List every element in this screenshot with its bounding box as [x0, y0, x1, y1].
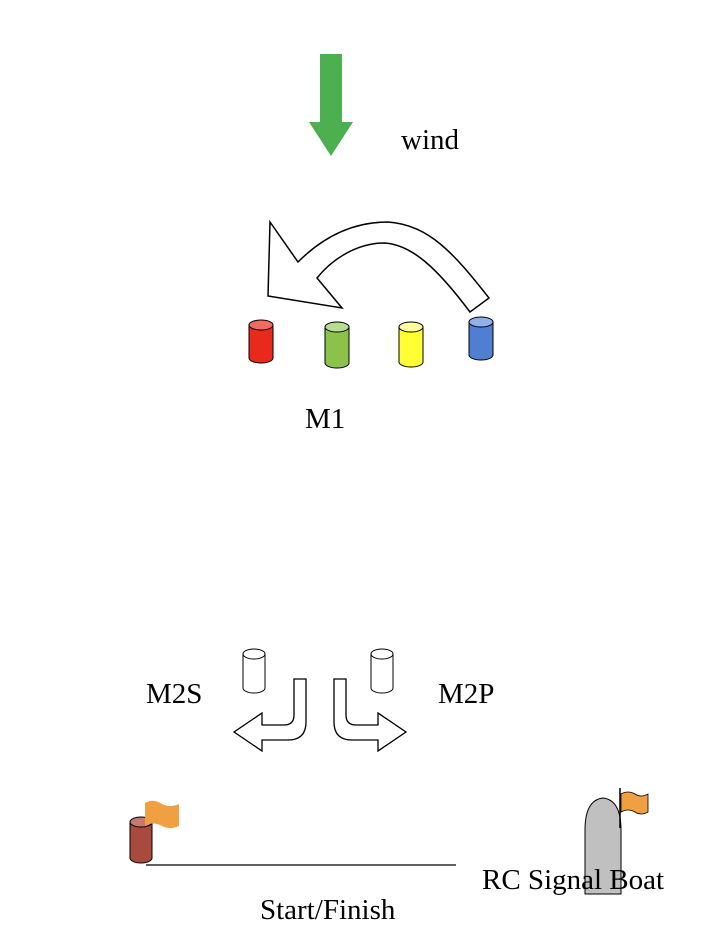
m2p-label: M2P: [438, 678, 495, 710]
mark-m2p-icon: [370, 648, 394, 694]
mark-yellow-icon: [398, 321, 424, 368]
rc-flag-icon: [620, 791, 649, 815]
mark-red-icon: [248, 319, 274, 364]
mark-blue-icon: [468, 316, 494, 361]
start-finish-label: Start/Finish: [260, 894, 396, 926]
wind-label: wind: [401, 124, 459, 156]
rc-signal-boat-label: RC Signal Boat: [482, 864, 665, 896]
mark-m2s-icon: [242, 648, 266, 694]
m1-label: M1: [305, 403, 346, 435]
mark-green-icon: [324, 321, 350, 369]
start-pin-flag-icon: [145, 800, 179, 828]
m2s-rounding-arrow: [232, 678, 307, 753]
m1-rounding-arrow: [267, 219, 491, 314]
m2p-rounding-arrow: [333, 678, 408, 753]
m2s-label: M2S: [146, 678, 203, 710]
rc-boat-icon: [584, 797, 622, 895]
wind-arrow-icon: [309, 54, 353, 156]
